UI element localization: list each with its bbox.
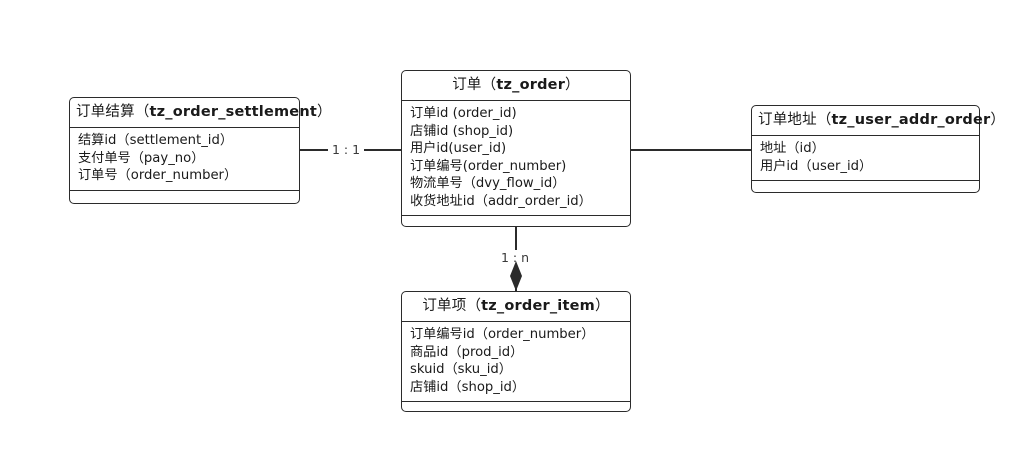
entity-order-settlement[interactable]: 订单结算（tz_order_settlement） 结算id（settlemen… (69, 97, 332, 205)
paren-close: ） (594, 298, 610, 314)
paren-open: （ (466, 298, 482, 314)
relationship-label-settlement-order: 1 : 1 (328, 142, 365, 158)
attr-row: 地址（id） (760, 141, 825, 157)
entity-attrs-user-addr-order: 地址（id） 用户id（user_id） (752, 136, 979, 182)
entity-table-name-order: tz_order (496, 77, 566, 93)
paren-open: （ (816, 112, 832, 128)
attr-row: 收货地址id（addr_order_id） (410, 193, 592, 209)
entity-title-order: 订单（tz_order） (402, 71, 630, 102)
entity-attrs-order: 订单id (order_id) 店铺id (shop_id) 用户id(user… (402, 101, 630, 217)
connector-order-address (631, 149, 751, 151)
entity-title-cn-user-addr-order: 订单地址 (758, 112, 817, 128)
attr-row: 订单号（order_number） (78, 168, 238, 184)
entity-title-order-item: 订单项（tz_order_item） (402, 292, 630, 323)
entity-attrs-order-settlement: 结算id（settlement_id） 支付单号（pay_no） 订单号（ord… (70, 128, 299, 191)
attr-row: 结算id（settlement_id） (78, 133, 234, 149)
paren-close: ） (565, 77, 580, 93)
entity-table-name-order-settlement: tz_order_settlement (149, 104, 317, 120)
attr-row: 订单编号(order_number) (410, 158, 567, 174)
paren-open: （ (134, 104, 150, 120)
entity-title-cn-order-item: 订单项 (422, 298, 467, 314)
entity-footer-user-addr-order (752, 181, 979, 195)
entity-footer-order-settlement (70, 191, 299, 205)
paren-open: （ (481, 77, 497, 93)
entity-attrs-order-item: 订单编号id（order_number） 商品id（prod_id） skuid… (402, 322, 630, 403)
entity-user-addr-order[interactable]: 订单地址（tz_user_addr_order） 地址（id） 用户id（use… (751, 105, 1005, 195)
entity-title-cn-order-settlement: 订单结算 (76, 104, 135, 120)
attr-row: 支付单号（pay_no） (78, 150, 205, 166)
entity-table-name-order-item: tz_order_item (481, 298, 595, 314)
paren-close: ） (317, 104, 332, 120)
entity-table-name-user-addr-order: tz_user_addr_order (831, 112, 991, 128)
attr-row: 订单编号id（order_number） (410, 327, 595, 343)
attr-row: skuid（sku_id） (410, 362, 512, 378)
attr-row: 用户id（user_id） (760, 158, 873, 174)
relationship-label-order-item: 1 : n (497, 250, 534, 266)
entity-order-item[interactable]: 订单项（tz_order_item） 订单编号id（order_number） … (401, 291, 631, 412)
entity-title-order-settlement: 订单结算（tz_order_settlement） (70, 98, 332, 129)
attr-row: 订单id (order_id) (410, 106, 517, 122)
attr-row: 物流单号（dvy_flow_id） (410, 176, 566, 192)
paren-close: ） (990, 112, 1006, 128)
entity-title-cn-order: 订单 (452, 77, 482, 93)
entity-title-user-addr-order: 订单地址（tz_user_addr_order） (752, 106, 1005, 137)
entity-footer-order-item (402, 402, 630, 416)
attr-row: 店铺id (shop_id) (410, 123, 514, 139)
entity-footer-order (402, 216, 630, 230)
attr-row: 用户id(user_id) (410, 141, 507, 157)
entity-order[interactable]: 订单（tz_order） 订单id (order_id) 店铺id (shop_… (401, 70, 631, 227)
attr-row: 店铺id（shop_id） (410, 379, 526, 395)
attr-row: 商品id（prod_id） (410, 344, 524, 360)
